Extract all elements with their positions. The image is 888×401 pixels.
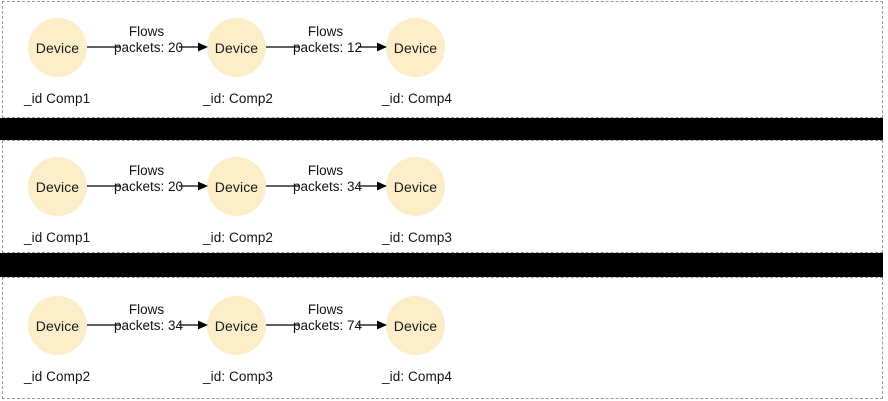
device-id-caption: _id: Comp4 <box>382 369 453 384</box>
device-node[interactable]: Device <box>207 157 266 216</box>
flow-edge[interactable]: Flows packets: 34 <box>87 302 208 348</box>
device-id-caption: _id: Comp3 <box>382 230 453 245</box>
device-node-label: Device <box>35 317 80 334</box>
flow-edge[interactable]: Flows packets: 34 <box>266 163 387 209</box>
device-node[interactable]: Device <box>207 296 266 355</box>
device-node-label: Device <box>214 178 259 195</box>
flow-graph-1: Device Device Device _id Comp1 _id: Comp… <box>3 2 882 117</box>
device-id-caption: _id Comp2 <box>24 369 91 384</box>
device-node-label: Device <box>393 39 438 56</box>
graph-panel-2: Device Device Device _id Comp1 _id: Comp… <box>2 140 883 253</box>
device-node-label: Device <box>35 39 80 56</box>
separator-band-2 <box>0 253 883 277</box>
device-id-caption: _id: Comp4 <box>382 91 453 106</box>
device-node[interactable]: Device <box>207 18 266 77</box>
flow-edge[interactable]: Flows packets: 12 <box>266 24 387 70</box>
device-id-caption: _id: Comp3 <box>203 369 274 384</box>
device-node[interactable]: Device <box>386 296 445 355</box>
flow-graph-2: Device Device Device _id Comp1 _id: Comp… <box>3 141 882 252</box>
device-node[interactable]: Device <box>28 296 87 355</box>
device-node-label: Device <box>393 317 438 334</box>
device-id-caption: _id: Comp2 <box>203 91 274 106</box>
flow-graph-3: Device Device Device _id Comp2 _id: Comp… <box>3 278 882 398</box>
arrow-icon <box>266 42 387 52</box>
graph-panel-1: Device Device Device _id Comp1 _id: Comp… <box>2 1 883 118</box>
flow-edge[interactable]: Flows packets: 74 <box>266 302 387 348</box>
device-node-label: Device <box>35 178 80 195</box>
arrow-icon <box>87 42 208 52</box>
device-node[interactable]: Device <box>28 157 87 216</box>
device-id-caption: _id Comp1 <box>24 91 91 106</box>
device-node[interactable]: Device <box>386 18 445 77</box>
device-id-caption: _id Comp1 <box>24 230 91 245</box>
device-id-caption: _id: Comp2 <box>203 230 274 245</box>
device-node-label: Device <box>214 317 259 334</box>
device-node-label: Device <box>393 178 438 195</box>
arrow-icon <box>87 320 208 330</box>
flow-edge[interactable]: Flows packets: 20 <box>87 24 208 70</box>
flow-edge[interactable]: Flows packets: 20 <box>87 163 208 209</box>
arrow-icon <box>87 181 208 191</box>
arrow-icon <box>266 320 387 330</box>
device-node[interactable]: Device <box>28 18 87 77</box>
arrow-icon <box>266 181 387 191</box>
device-node[interactable]: Device <box>386 157 445 216</box>
device-node-label: Device <box>214 39 259 56</box>
graph-panel-3: Device Device Device _id Comp2 _id: Comp… <box>2 277 883 399</box>
separator-band-1 <box>0 118 883 140</box>
